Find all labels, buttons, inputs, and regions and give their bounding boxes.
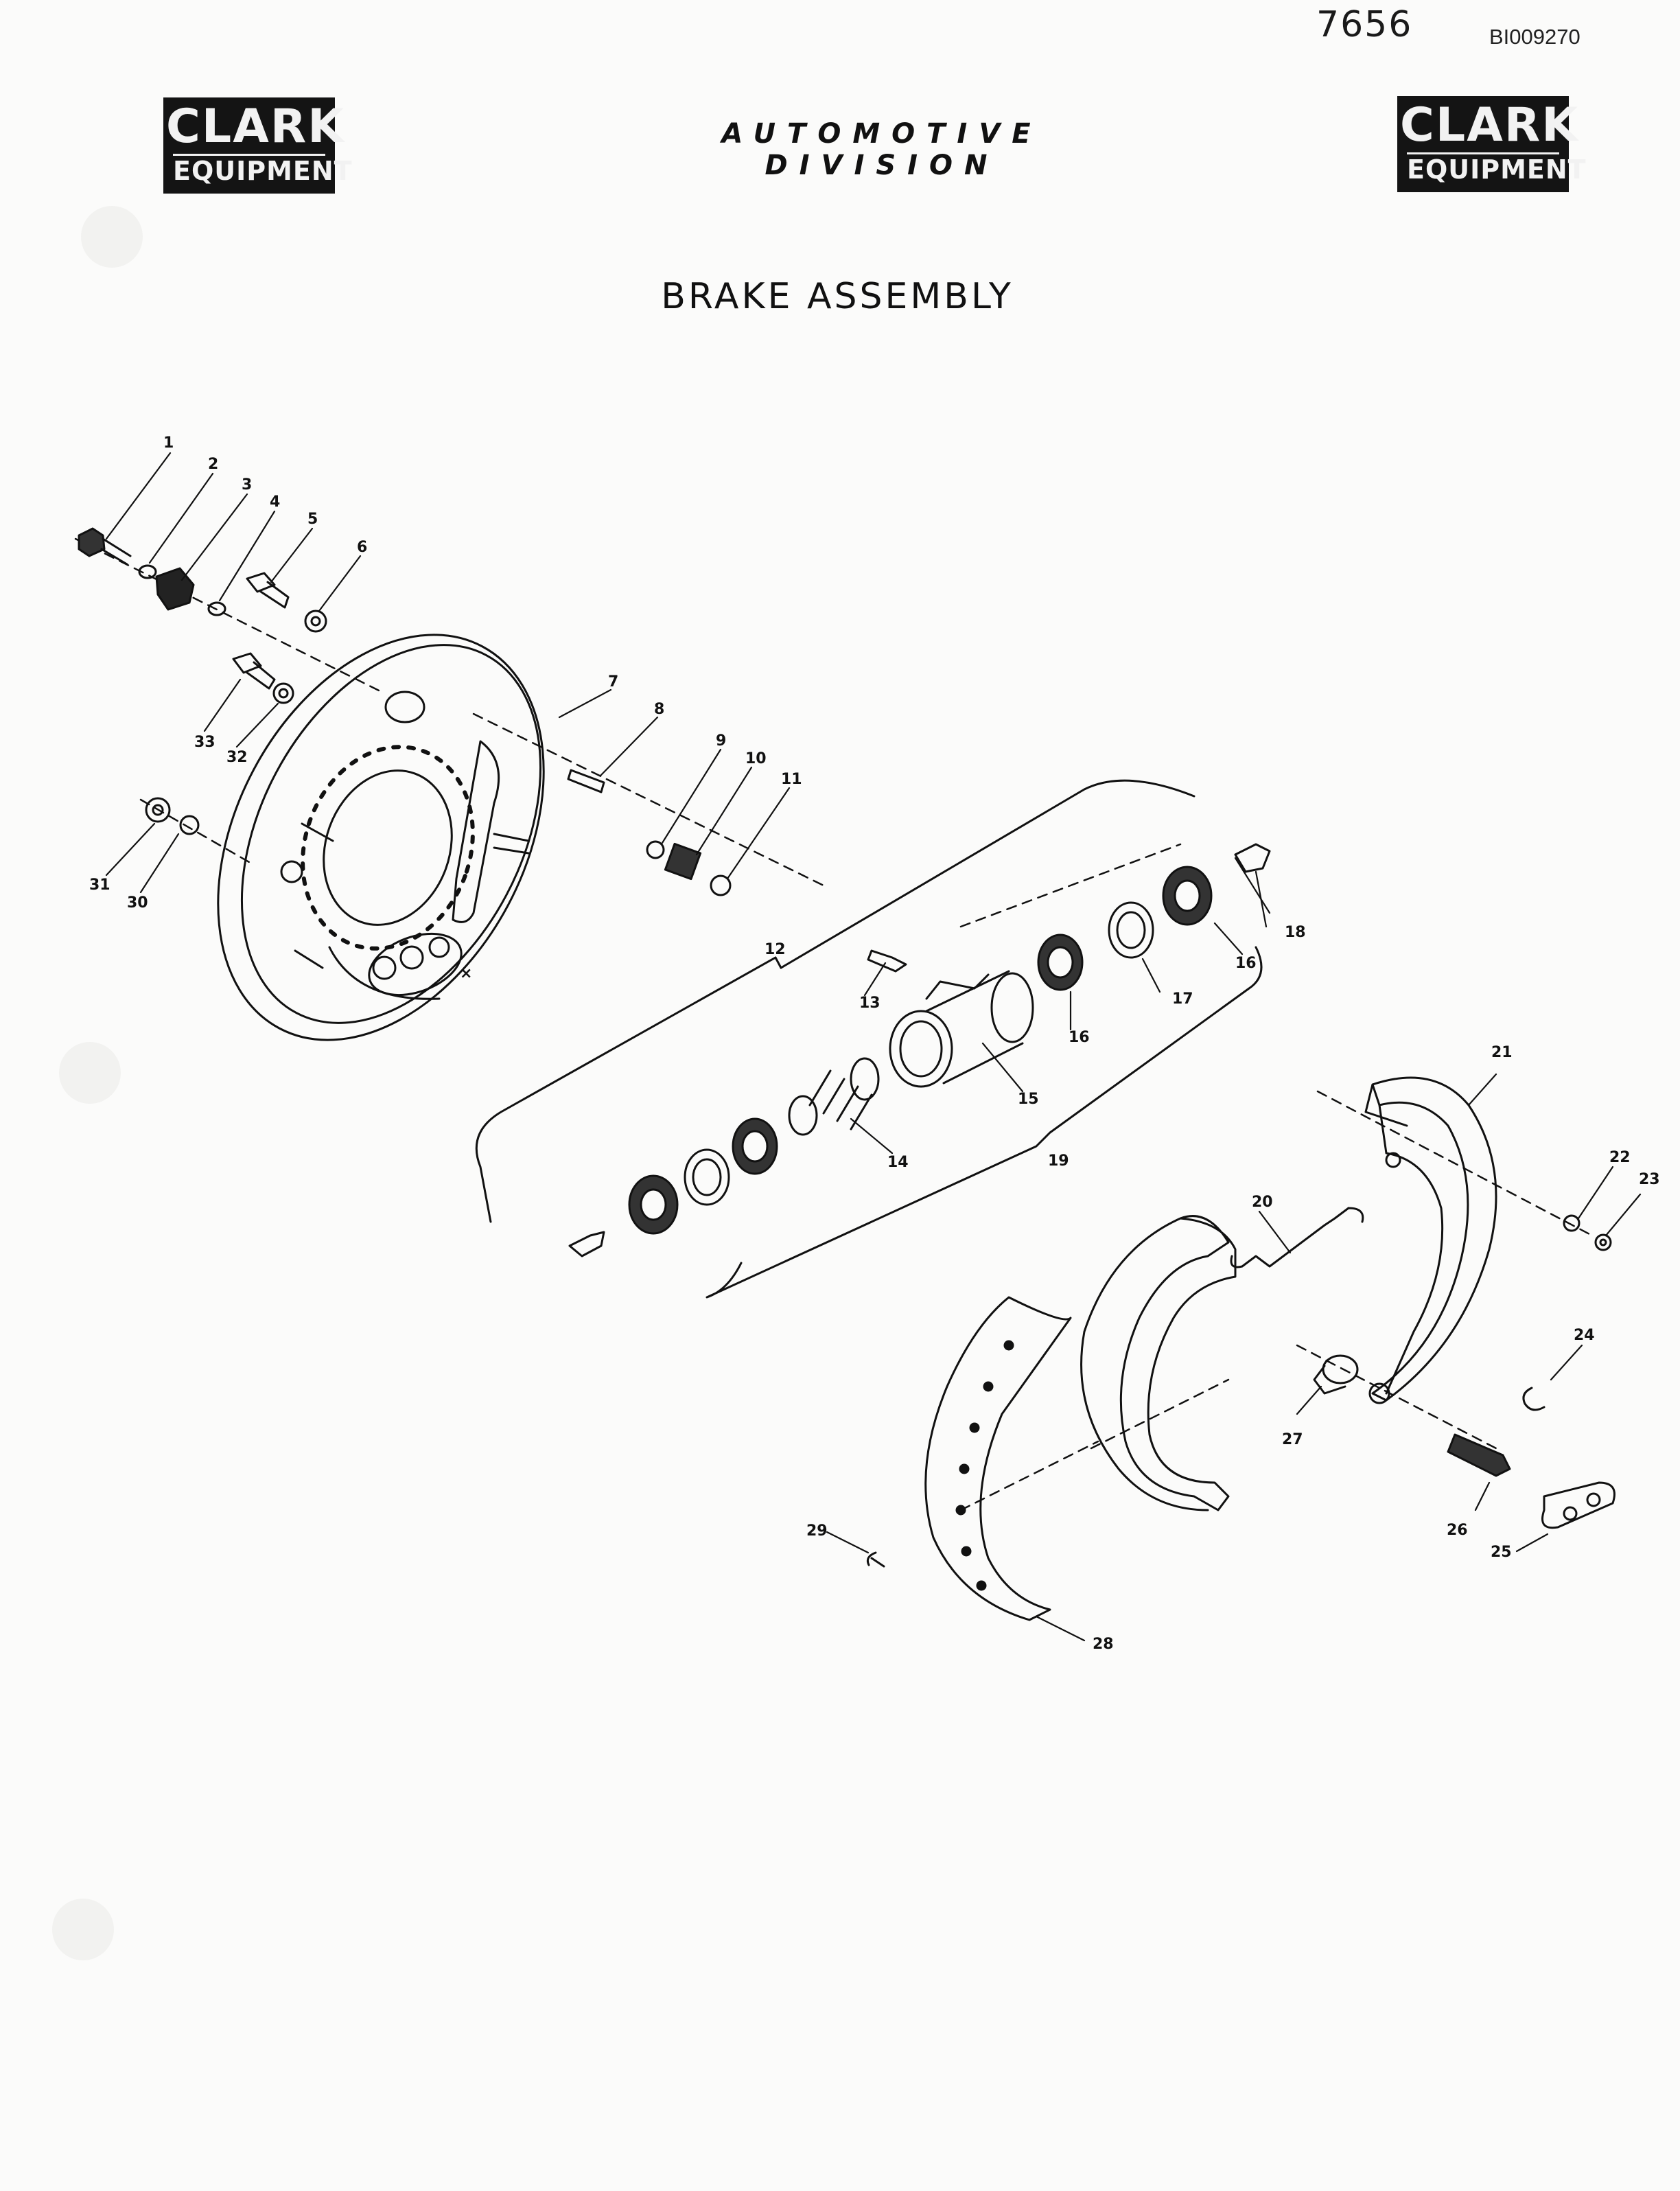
piston-part (1108, 901, 1154, 959)
nut-part (1599, 1238, 1607, 1247)
boot-part (1162, 866, 1213, 926)
stud-part (567, 769, 605, 793)
callout-15: 15 (1018, 1091, 1039, 1108)
group-bracket (475, 779, 1263, 1299)
piston-part (684, 1148, 730, 1206)
page-title: BRAKE ASSEMBLY (661, 276, 1014, 317)
nut-part (664, 842, 702, 881)
brake-lining-part (924, 1296, 1072, 1621)
callout-16b: 16 (1235, 955, 1257, 972)
callout-3: 3 (242, 476, 252, 494)
bleeder-screw-part (1234, 843, 1271, 873)
bolt-part (246, 572, 290, 609)
washer-part (1563, 1214, 1580, 1232)
clip-part (1522, 1387, 1545, 1411)
callout-30: 30 (127, 894, 148, 912)
callout-6: 6 (357, 539, 367, 556)
callout-4: 4 (270, 494, 280, 511)
bolt-part (232, 652, 276, 690)
clark-equipment-logo-left: CLARK EQUIPMENT (163, 97, 352, 194)
callout-12: 12 (765, 941, 786, 958)
cup-part (732, 1117, 778, 1175)
callout-10: 10 (745, 750, 767, 767)
link-plate-part (1541, 1481, 1615, 1529)
rivet-part (866, 1551, 885, 1568)
washer-part (272, 682, 294, 704)
callout-leaders (105, 452, 1642, 1642)
spring-part (788, 1057, 880, 1136)
callout-19: 19 (1048, 1152, 1069, 1170)
bolt-part (78, 527, 132, 566)
callout-32: 32 (226, 749, 248, 766)
brake-shoe-part (1080, 1215, 1237, 1511)
callout-7: 7 (608, 673, 618, 691)
callout-13: 13 (859, 995, 880, 1012)
punch-hole (59, 1042, 121, 1104)
callout-18: 18 (1285, 924, 1306, 941)
page-number: 7656 (1316, 4, 1413, 45)
backing-plate-part (217, 634, 545, 1041)
callout-20: 20 (1252, 1194, 1273, 1211)
center-mark: × (460, 965, 472, 982)
nut-part (1594, 1233, 1612, 1251)
callout-16a: 16 (1069, 1029, 1090, 1046)
nut-part (310, 616, 321, 627)
callout-28: 28 (1093, 1636, 1114, 1653)
callout-26: 26 (1447, 1522, 1468, 1539)
return-spring-part (1230, 1207, 1364, 1268)
callout-5: 5 (307, 511, 318, 528)
callout-33: 33 (194, 734, 215, 751)
logo-wordmark: CLARK (1400, 98, 1579, 152)
callout-25: 25 (1491, 1544, 1512, 1561)
adjuster-part (1447, 1433, 1511, 1477)
washer-part (710, 874, 732, 896)
brake-shoe-part (1364, 1076, 1497, 1404)
washer-part (179, 815, 200, 835)
callout-9: 9 (716, 732, 726, 750)
callout-11: 11 (781, 771, 802, 788)
washer-part (646, 840, 665, 859)
callout-21: 21 (1491, 1044, 1513, 1061)
callout-1: 1 (163, 434, 174, 452)
washer-part (138, 564, 157, 579)
block-part (155, 567, 195, 611)
callout-27: 27 (1282, 1431, 1303, 1448)
washer-part (278, 688, 289, 699)
bleeder-screw-part (867, 949, 907, 973)
division-heading: AUTOMOTIVE DIVISION (721, 118, 1042, 181)
bushing-part (1313, 1354, 1359, 1395)
punch-hole (52, 1899, 114, 1960)
callout-29: 29 (806, 1522, 828, 1540)
nut-part (145, 797, 171, 823)
logo-subtitle: EQUIPMENT (173, 154, 352, 186)
washer-part (207, 601, 226, 616)
bleeder-screw-part (568, 1231, 605, 1257)
callout-14: 14 (887, 1154, 909, 1171)
nut-part (304, 610, 327, 633)
punch-hole (81, 206, 143, 268)
callout-labels: 1 2 3 4 5 6 7 8 9 10 11 12 13 14 15 16 1… (89, 434, 1660, 1653)
logo-subtitle: EQUIPMENT (1407, 152, 1586, 185)
boot-part (628, 1174, 679, 1235)
callout-22: 22 (1609, 1149, 1631, 1166)
callout-24: 24 (1574, 1327, 1595, 1344)
document-id: BI009270 (1489, 25, 1580, 49)
callout-31: 31 (89, 877, 110, 894)
callout-2: 2 (208, 456, 218, 473)
callout-17: 17 (1172, 990, 1193, 1008)
wheel-cylinder-part (889, 970, 1034, 1088)
callout-8: 8 (654, 701, 664, 718)
clark-equipment-logo-right: CLARK EQUIPMENT (1397, 96, 1586, 192)
center-lines (74, 537, 1594, 1511)
logo-wordmark: CLARK (166, 100, 345, 154)
nut-part (152, 804, 164, 816)
callout-23: 23 (1639, 1171, 1660, 1188)
cup-part (1037, 934, 1084, 991)
